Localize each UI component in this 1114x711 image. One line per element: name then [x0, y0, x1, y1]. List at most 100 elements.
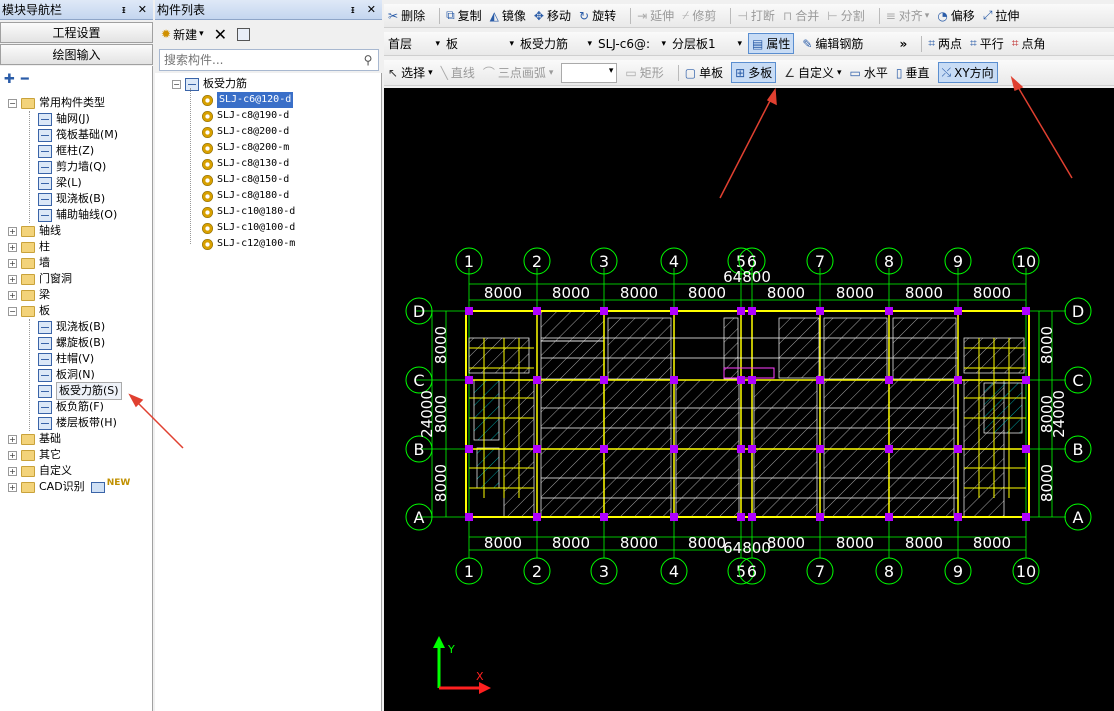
stretch-button[interactable]: ⤢拉伸: [983, 7, 1020, 24]
tree-item[interactable]: 板洞(N): [38, 367, 95, 383]
floor-select[interactable]: 首层▾: [388, 35, 440, 52]
expand-icon[interactable]: +: [8, 466, 17, 476]
copy-icon[interactable]: [237, 27, 251, 41]
tree-item[interactable]: 板负筋(F): [38, 399, 104, 415]
line-button[interactable]: ╲直线: [441, 64, 475, 81]
new-button[interactable]: ✹ 新建▾: [161, 26, 204, 43]
tree-folder[interactable]: +柱: [8, 239, 50, 255]
align-button[interactable]: ≡对齐▾: [886, 7, 930, 24]
offset-button[interactable]: ◔偏移: [937, 7, 975, 24]
mirror-button[interactable]: ◭镜像: [490, 7, 526, 24]
trim-button[interactable]: ⌿修剪: [682, 7, 716, 24]
copy-button[interactable]: ⧉复制: [446, 7, 482, 24]
custom-button[interactable]: ∠自定义▾: [784, 64, 841, 81]
merge-button[interactable]: ⊓合并: [783, 7, 819, 24]
expand-icon[interactable]: +: [8, 482, 17, 492]
tree-item[interactable]: 剪力墙(Q): [38, 159, 106, 175]
tree-item[interactable]: 辅助轴线(O): [38, 207, 117, 223]
tree-folder[interactable]: +其它: [8, 447, 61, 463]
type-select[interactable]: 板▾: [446, 35, 514, 52]
tree-item[interactable]: 板受力筋(S): [38, 382, 122, 400]
comp-root[interactable]: −板受力筋: [172, 76, 247, 92]
attribute-button[interactable]: ▤属性: [748, 33, 795, 54]
delete-button[interactable]: ✂删除: [388, 7, 425, 24]
select-button[interactable]: ↖选择▾: [388, 64, 433, 81]
point-angle-button[interactable]: ⌗点角: [1012, 35, 1046, 52]
comp-item[interactable]: SLJ-c8@180-d: [202, 188, 289, 204]
comp-item[interactable]: SLJ-c10@180-d: [202, 204, 295, 220]
stretch-icon: ⤢: [982, 8, 993, 22]
break-button[interactable]: ⊣打断: [737, 7, 774, 24]
parallel-button[interactable]: ⌗平行: [970, 35, 1004, 52]
expand-icon[interactable]: +: [8, 274, 17, 284]
comp-item[interactable]: SLJ-c8@150-d: [202, 172, 289, 188]
collapse-icon[interactable]: −: [8, 306, 17, 316]
move-button[interactable]: ✥移动: [534, 7, 571, 24]
tree-folder[interactable]: −常用构件类型: [8, 95, 105, 111]
expand-icon[interactable]: +: [8, 242, 17, 252]
expand-all-icon[interactable]: ✚: [4, 72, 15, 87]
tree-folder[interactable]: +自定义: [8, 463, 72, 479]
comp-search-input[interactable]: [160, 50, 358, 70]
tree-item[interactable]: 筏板基础(M): [38, 127, 118, 143]
arc-button[interactable]: ⌒三点画弧▾: [483, 64, 554, 81]
single-slab-button[interactable]: ▢单板: [685, 64, 723, 81]
xy-direction-button[interactable]: ⤯XY方向: [937, 62, 998, 83]
two-point-button[interactable]: ⌗两点: [928, 35, 962, 52]
arc-mode-select[interactable]: ▾: [561, 62, 618, 83]
comp-item[interactable]: SLJ-c10@100-d: [202, 220, 295, 236]
tree-folder[interactable]: +轴线: [8, 223, 61, 239]
column: [1022, 445, 1030, 453]
comp-type-select[interactable]: 板受力筋▾: [520, 35, 592, 52]
layer-select[interactable]: 分层板1▾: [672, 35, 742, 52]
collapse-icon[interactable]: −: [8, 98, 17, 108]
drawing-input-button[interactable]: 绘图输入: [0, 44, 153, 65]
close-icon[interactable]: ✕: [137, 3, 147, 16]
rect-button[interactable]: ▭矩形: [625, 64, 663, 81]
extend-button[interactable]: ⇥延伸: [637, 7, 674, 24]
tree-item[interactable]: 现浇板(B): [38, 191, 105, 207]
multi-slab-button[interactable]: ⊞多板: [731, 62, 777, 83]
copy-label: 复制: [457, 9, 482, 23]
project-settings-button[interactable]: 工程设置: [0, 22, 153, 43]
tree-item[interactable]: 轴网(J): [38, 111, 90, 127]
edit-rebar-button[interactable]: ✎编辑钢筋: [802, 35, 863, 52]
pin-icon[interactable]: ᵻ: [121, 3, 126, 16]
tree-item[interactable]: 梁(L): [38, 175, 82, 191]
rotate-button[interactable]: ↻旋转: [579, 7, 616, 24]
tree-item[interactable]: 现浇板(B): [38, 319, 105, 335]
comp-item[interactable]: SLJ-c12@100-m: [202, 236, 295, 252]
expand-icon[interactable]: +: [8, 258, 17, 268]
expand-icon[interactable]: +: [8, 434, 17, 444]
collapse-all-icon[interactable]: ━: [20, 72, 29, 87]
tree-item[interactable]: 柱帽(V): [38, 351, 94, 367]
comp-item[interactable]: SLJ-c8@130-d: [202, 156, 289, 172]
delete-icon[interactable]: ✕: [213, 24, 228, 44]
vertical-button[interactable]: ▯垂直: [896, 64, 930, 81]
comp-item[interactable]: SLJ-c8@200-d: [202, 124, 289, 140]
search-icon[interactable]: ⚲: [363, 53, 373, 67]
tree-folder[interactable]: +门窗洞: [8, 271, 72, 287]
tree-item[interactable]: 框柱(Z): [38, 143, 94, 159]
expand-icon[interactable]: +: [8, 450, 17, 460]
more-button[interactable]: »: [899, 36, 908, 51]
collapse-icon[interactable]: −: [172, 79, 181, 89]
horizontal-button[interactable]: ▭水平: [850, 64, 888, 81]
comp-item[interactable]: SLJ-c8@200-m: [202, 140, 289, 156]
comp-item[interactable]: SLJ-c6@120-d: [202, 92, 294, 108]
tree-folder[interactable]: +基础: [8, 431, 61, 447]
tree-folder[interactable]: +墙: [8, 255, 50, 271]
comp-item[interactable]: SLJ-c8@190-d: [202, 108, 289, 124]
tree-item[interactable]: 螺旋板(B): [38, 335, 105, 351]
expand-icon[interactable]: +: [8, 226, 17, 236]
close-icon[interactable]: ✕: [366, 3, 376, 16]
expand-icon[interactable]: +: [8, 290, 17, 300]
spec-select[interactable]: SLJ-c6@:▾: [598, 37, 666, 51]
split-button[interactable]: ⊢分割: [827, 7, 864, 24]
tree-folder[interactable]: −板: [8, 303, 50, 319]
pin-icon[interactable]: ᵻ: [350, 3, 355, 16]
tree-item[interactable]: 楼层板带(H): [38, 415, 117, 431]
tree-folder[interactable]: +梁: [8, 287, 50, 303]
